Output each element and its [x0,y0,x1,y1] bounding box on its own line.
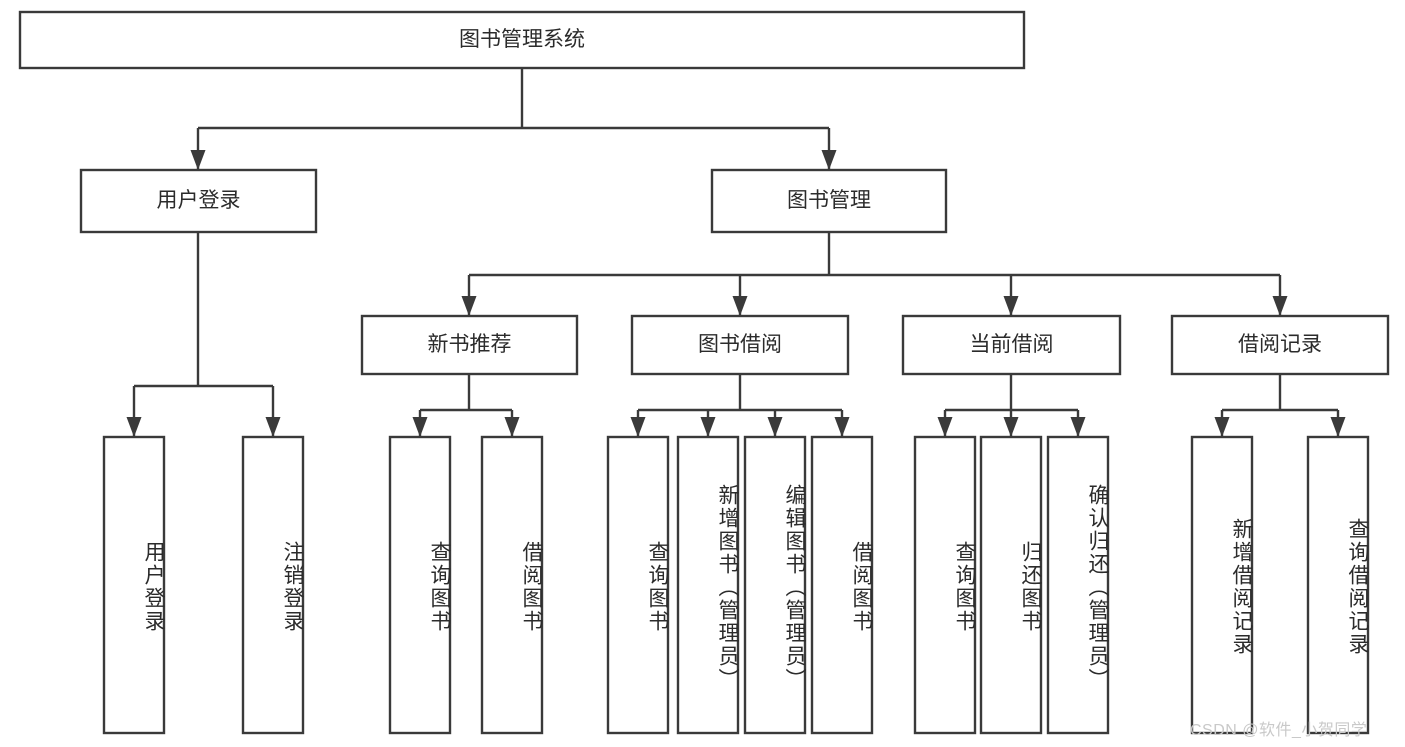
arrow-head-icon [1003,417,1019,437]
node-box-leaf-return-book[interactable] [979,435,1043,735]
arrow-head-icon [1214,417,1230,437]
node-box-root[interactable] [18,10,1026,70]
node-boxes-layer [18,10,1390,735]
watermark-text: CSDN @软件_小贺同学 [1190,722,1368,739]
node-box-leaf-confirm-return[interactable] [1046,435,1110,735]
arrow-head-icon [412,417,428,437]
arrow-head-icon [1330,417,1346,437]
arrow-head-icon [265,417,281,437]
node-box-new-book-recommend[interactable] [360,314,579,376]
node-box-user-login[interactable] [79,168,318,234]
node-box-current-borrow[interactable] [901,314,1122,376]
node-box-leaf-logout[interactable] [241,435,305,735]
node-box-leaf-query-book-1[interactable] [388,435,452,735]
node-box-leaf-query-book-3[interactable] [913,435,977,735]
arrow-head-icon [1003,296,1019,316]
node-box-borrow-record[interactable] [1170,314,1390,376]
node-box-leaf-add-record[interactable] [1190,435,1254,735]
arrow-head-icon [937,417,953,437]
node-box-book-borrow[interactable] [630,314,850,376]
arrow-head-icon [767,417,783,437]
node-box-leaf-edit-book[interactable] [743,435,807,735]
node-box-leaf-borrow-book-1[interactable] [480,435,544,735]
arrow-head-icon [700,417,716,437]
node-box-leaf-query-record[interactable] [1306,435,1370,735]
node-box-leaf-borrow-book-2[interactable] [810,435,874,735]
arrow-head-icon [1272,296,1288,316]
arrow-head-icon [732,296,748,316]
connector-edges-layer [126,68,1346,437]
arrow-head-icon [630,417,646,437]
arrow-head-icon [461,296,477,316]
arrow-head-icon [126,417,142,437]
node-box-leaf-add-book[interactable] [676,435,740,735]
node-box-leaf-query-book-2[interactable] [606,435,670,735]
arrow-head-icon [834,417,850,437]
arrow-head-icon [504,417,520,437]
arrow-head-icon [1070,417,1086,437]
node-box-leaf-user-login[interactable] [102,435,166,735]
arrow-head-icon [190,150,206,170]
arrow-head-icon [821,150,837,170]
node-box-book-manage[interactable] [710,168,948,234]
